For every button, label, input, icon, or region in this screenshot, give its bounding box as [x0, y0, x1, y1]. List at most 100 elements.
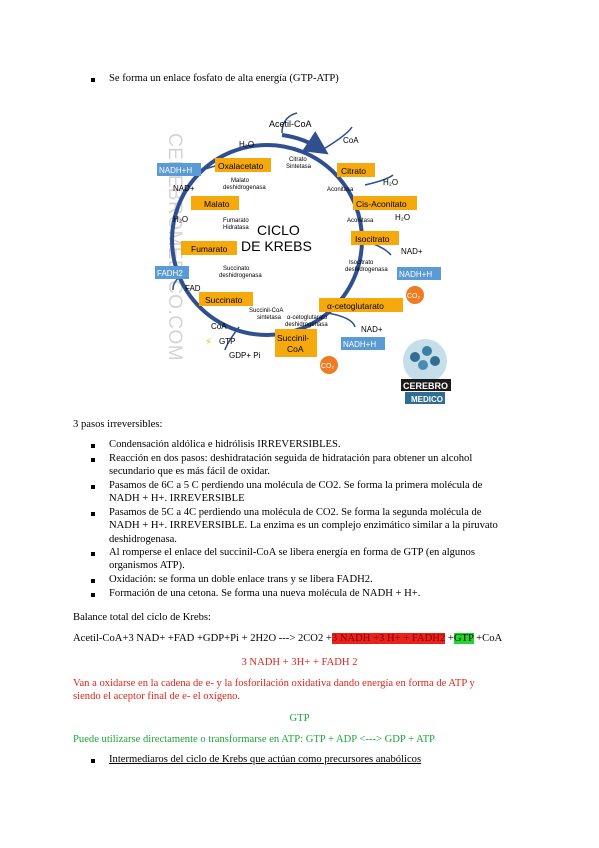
red-paragraph-line-1: Van a oxidarse en la cadena de e- y la f… — [73, 678, 475, 689]
last-bullet-text: Intermediaros del ciclo de Krebs que act… — [109, 754, 422, 765]
red-center-line: 3 NADH + 3H+ + FADH 2 — [241, 657, 358, 668]
svg-text:α-cetoglutarato: α-cetoglutarato — [287, 315, 328, 321]
bullet-marker — [91, 78, 95, 82]
svg-text:CEREBRO: CEREBRO — [403, 381, 448, 391]
citrato-box — [337, 163, 375, 177]
a-cetoglutarato-box — [319, 298, 403, 312]
svg-text:deshidrogenasa: deshidrogenasa — [345, 267, 388, 273]
bullet-text-line: secundario que es más fácil de oxidar. — [109, 466, 270, 478]
green-center-line: GTP — [289, 713, 310, 724]
succinil-coa-box — [275, 329, 317, 357]
green-paragraph: Puede utilizarse directamente o transfor… — [73, 734, 435, 745]
svg-text:NADH+H: NADH+H — [343, 340, 376, 349]
svg-text:NAD+: NAD+ — [173, 184, 195, 193]
top-bullet-text: Se forma un enlace fosfato de alta energ… — [109, 73, 339, 84]
svg-text:H₂O: H₂O — [383, 178, 398, 187]
svg-text:Succinato: Succinato — [205, 295, 243, 305]
bullet-marker — [91, 552, 95, 556]
svg-text:Isocitrato: Isocitrato — [349, 260, 374, 266]
krebs-cycle-diagram: CEREBROMEDICO.COM Acetil-CoA H₂O CoA Cit… — [147, 95, 453, 411]
svg-text:Oxalacetato: Oxalacetato — [218, 161, 264, 171]
svg-text:CO₂: CO₂ — [407, 293, 421, 300]
svg-text:NADH+H: NADH+H — [399, 270, 432, 279]
bullet-text-line: organismos ATP). — [109, 560, 185, 572]
bullet-marker — [91, 759, 95, 763]
bullet-text-line: Formación de una cetona. Se forma una nu… — [109, 588, 421, 599]
svg-text:H₂O: H₂O — [173, 215, 188, 224]
bullet-text-line: Pasamos de 6C a 5 C perdiendo una molécu… — [109, 480, 483, 491]
cis-aconitato-box — [353, 196, 417, 210]
svg-text:CoA: CoA — [343, 136, 359, 145]
svg-text:NADH+H: NADH+H — [159, 166, 192, 175]
bullet-text-line: Al romperse el enlace del succinil-CoA s… — [109, 547, 475, 558]
svg-text:Fumarato: Fumarato — [191, 244, 228, 254]
svg-text:Hidratasa: Hidratasa — [223, 225, 249, 231]
bullet-text-line: NADH + H+. IRREVERSIBLE — [109, 493, 245, 505]
bullet-text-line: Pasamos de 5C a 4C perdiendo una molécul… — [109, 507, 482, 518]
svg-text:GDP+ Pi: GDP+ Pi — [229, 351, 261, 360]
watermark: CEREBROMEDICO.COM — [164, 133, 185, 361]
svg-text:Aconitasa: Aconitasa — [347, 218, 374, 224]
malato-box — [191, 196, 239, 210]
svg-text:Cis-Aconitato: Cis-Aconitato — [356, 199, 407, 209]
svg-text:Malato: Malato — [204, 199, 230, 209]
svg-text:Aconitasa: Aconitasa — [327, 187, 354, 193]
co2-circle-2 — [320, 356, 338, 374]
svg-text:H₂O: H₂O — [239, 140, 254, 149]
svg-text:deshidrogenasa: deshidrogenasa — [219, 273, 262, 279]
oxalacetato-box — [215, 158, 271, 172]
svg-text:MEDICO: MEDICO — [411, 395, 443, 404]
svg-text:DE KREBS: DE KREBS — [241, 238, 312, 254]
bullet-marker — [91, 458, 95, 462]
section-title: 3 pasos irreversibles: — [73, 419, 163, 430]
svg-text:FAD: FAD — [185, 284, 201, 293]
svg-text:Fumarato: Fumarato — [223, 218, 249, 224]
svg-text:FADH2: FADH2 — [157, 269, 183, 278]
svg-text:Citrato: Citrato — [289, 157, 307, 163]
svg-text:H₂O: H₂O — [395, 213, 410, 222]
highlight-green: GTP — [453, 633, 474, 644]
bullet-marker — [91, 593, 95, 597]
bullet-marker — [91, 444, 95, 448]
cerebromedico-logo: CEREBRO MEDICO — [401, 339, 451, 404]
svg-text:Citrato: Citrato — [341, 166, 366, 176]
svg-text:GTP: GTP — [219, 337, 235, 346]
nadh-box-2 — [397, 267, 441, 280]
svg-text:deshidrogenasa: deshidrogenasa — [223, 185, 266, 191]
bullet-marker — [91, 485, 95, 489]
red-paragraph-line-2: siendo el aceptor final de e- el oxígeno… — [73, 691, 241, 702]
svg-text:Sintetasa: Sintetasa — [286, 164, 312, 170]
bullet-marker — [91, 579, 95, 583]
svg-text:CoA: CoA — [287, 344, 304, 354]
bullet-text-line: deshidrogenasa. — [109, 533, 177, 545]
lightning-icon: ⚡ — [205, 337, 212, 348]
co2-circle-1 — [406, 286, 424, 304]
nadh-box-3 — [341, 337, 385, 350]
svg-text:NAD+: NAD+ — [401, 247, 423, 256]
svg-text:Malato: Malato — [231, 178, 250, 184]
svg-text:Succinil-CoA: Succinil-CoA — [249, 308, 283, 314]
bullet-text-line: NADH + H+. IRREVERSIBLE. La enzima es un… — [109, 520, 498, 532]
nadh-box-1 — [157, 163, 201, 176]
bullet-marker — [91, 512, 95, 516]
bullet-text-line: Oxidación: se forma un doble enlace tran… — [109, 574, 373, 585]
svg-text:α-cetoglutarato: α-cetoglutarato — [327, 301, 384, 311]
highlight-red: 3 NADH +3 H+ + FADH2 — [331, 633, 446, 644]
svg-text:deshidrogenasa: deshidrogenasa — [285, 322, 328, 328]
svg-text:Succinato: Succinato — [223, 266, 250, 272]
isocitrato-box — [351, 231, 399, 245]
acetyl-coa-label: Acetil-CoA — [269, 119, 312, 129]
svg-text:NAD+: NAD+ — [361, 325, 383, 334]
svg-text:CO₂: CO₂ — [321, 363, 335, 370]
svg-text:sintetasa: sintetasa — [257, 315, 282, 321]
svg-text:CoA: CoA — [211, 322, 227, 331]
bullet-text-line: Reacción en dos pasos: deshidratación se… — [109, 453, 473, 464]
svg-text:Succinil-: Succinil- — [277, 333, 309, 343]
balance-title: Balance total del ciclo de Krebs: — [73, 612, 211, 623]
fadh2-box — [155, 266, 189, 279]
succinato-box — [199, 292, 253, 306]
balance-equation: Acetil-CoA+3 NAD+ +FAD +GDP+Pi + 2H2O --… — [73, 633, 503, 644]
svg-text:Isocitrato: Isocitrato — [355, 234, 390, 244]
center-title: CICLO — [257, 222, 300, 238]
fumarato-box — [181, 241, 237, 255]
